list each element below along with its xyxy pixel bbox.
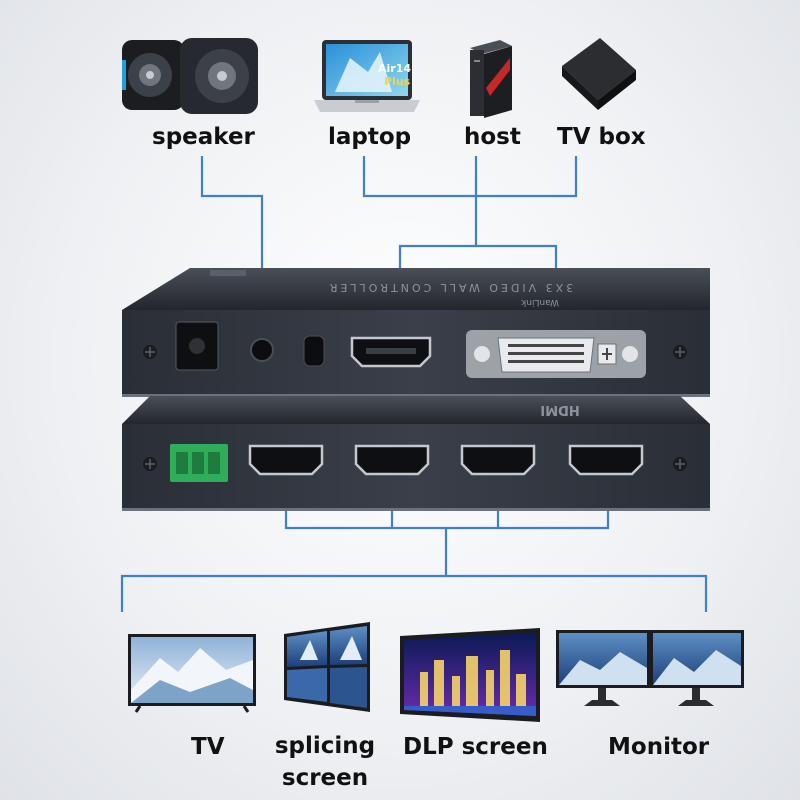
hdmi-output-port-3 bbox=[460, 444, 536, 476]
laptop-icon: Air14 Plus bbox=[314, 40, 420, 112]
tv-label: TV bbox=[191, 734, 225, 760]
host-label: host bbox=[464, 124, 521, 150]
controller-lower-unit: HDMI bbox=[122, 396, 710, 511]
hdmi-logo-top bbox=[210, 270, 246, 276]
tv-box-icon bbox=[562, 38, 636, 110]
splicing-screen-label: splicing screen bbox=[270, 730, 380, 794]
maker-text: WanLink bbox=[520, 297, 559, 307]
hdmi-output-port-1 bbox=[248, 444, 324, 476]
hdmi-output-port-4 bbox=[568, 444, 644, 476]
speaker-label: speaker bbox=[152, 124, 255, 150]
device-title-text: 3X3 VIDEO WALL CONTROLLER bbox=[327, 281, 573, 294]
dvi-input-port bbox=[466, 330, 646, 378]
host-pc-icon bbox=[470, 40, 512, 118]
splicing-screen-label-line1: splicing bbox=[274, 733, 376, 759]
laptop-model-text: Air14 bbox=[378, 62, 411, 75]
tv-box-label: TV box bbox=[557, 124, 646, 150]
rs232-terminal bbox=[170, 444, 228, 482]
splicing-screen-label-line2: screen bbox=[281, 765, 369, 791]
power-button bbox=[303, 335, 325, 367]
hdmi-logo-text: HDMI bbox=[540, 402, 579, 417]
controller-upper-unit: 3X3 VIDEO WALL CONTROLLER WanLink bbox=[122, 268, 710, 397]
tv-icon bbox=[128, 634, 256, 713]
dlp-screen-icon bbox=[400, 628, 540, 722]
laptop-edition-text: Plus bbox=[384, 75, 411, 88]
splicing-screen-icon bbox=[284, 622, 370, 712]
speaker-icon bbox=[122, 38, 258, 114]
audio-out-jack bbox=[250, 338, 274, 362]
hdmi-output-port-2 bbox=[354, 444, 430, 476]
dlp-screen-label: DLP screen bbox=[403, 734, 548, 760]
laptop-label: laptop bbox=[328, 124, 412, 150]
monitor-label: Monitor bbox=[608, 734, 710, 760]
monitor-icon bbox=[556, 630, 744, 706]
